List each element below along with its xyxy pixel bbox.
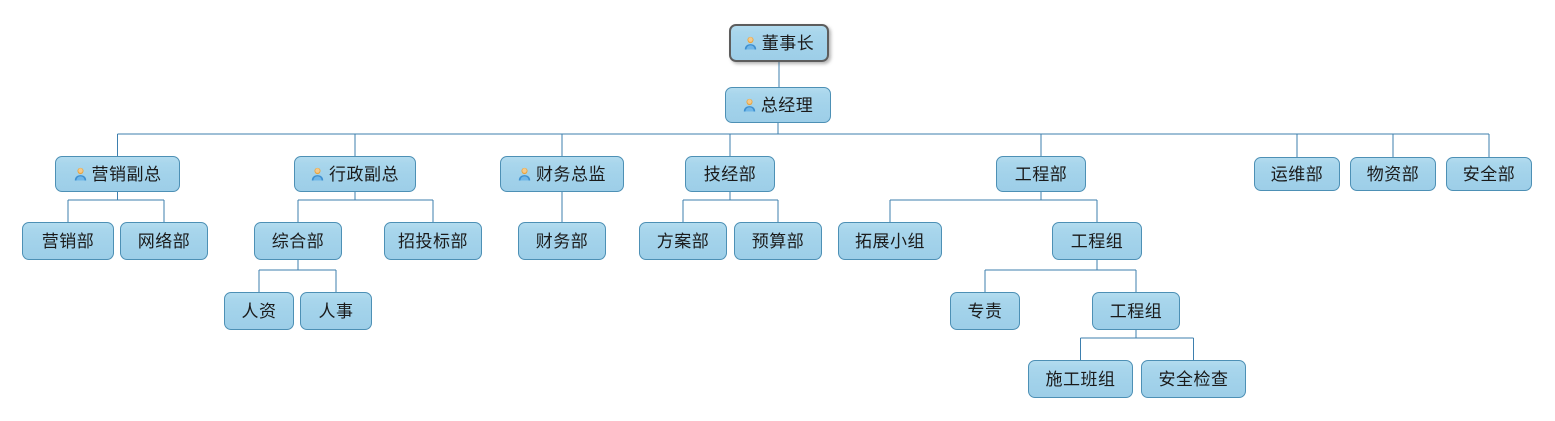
org-node-label: 营销部 bbox=[41, 231, 95, 251]
org-node-label: 拓展小组 bbox=[855, 231, 925, 251]
person-icon bbox=[518, 167, 531, 181]
org-node-人事[interactable]: 人事 bbox=[300, 292, 372, 330]
org-node-财务部[interactable]: 财务部 bbox=[518, 222, 606, 260]
org-node-label: 营销副总 bbox=[91, 164, 162, 184]
org-node-总经理[interactable]: 总经理 bbox=[725, 87, 831, 123]
org-node-安全部[interactable]: 安全部 bbox=[1446, 157, 1532, 191]
org-node-安全检查[interactable]: 安全检查 bbox=[1141, 360, 1246, 398]
org-node-label: 总经理 bbox=[760, 95, 814, 115]
org-node-label: 人资 bbox=[241, 301, 277, 321]
org-node-工程组[interactable]: 工程组 bbox=[1092, 292, 1180, 330]
org-node-label: 技经部 bbox=[703, 164, 757, 184]
org-node-综合部[interactable]: 综合部 bbox=[254, 222, 342, 260]
org-node-label: 工程部 bbox=[1014, 164, 1068, 184]
org-node-招投标部[interactable]: 招投标部 bbox=[384, 222, 482, 260]
org-node-技经部[interactable]: 技经部 bbox=[685, 156, 775, 192]
org-node-拓展小组[interactable]: 拓展小组 bbox=[838, 222, 942, 260]
org-node-营销副总[interactable]: 营销副总 bbox=[55, 156, 180, 192]
org-node-label: 安全部 bbox=[1462, 164, 1516, 184]
org-node-施工班组[interactable]: 施工班组 bbox=[1028, 360, 1133, 398]
org-node-label: 方案部 bbox=[656, 231, 710, 251]
person-icon bbox=[74, 167, 87, 181]
org-node-label: 安全检查 bbox=[1158, 369, 1229, 389]
org-node-label: 网络部 bbox=[137, 231, 191, 251]
org-node-label: 财务部 bbox=[535, 231, 589, 251]
org-node-人资[interactable]: 人资 bbox=[224, 292, 294, 330]
org-node-预算部[interactable]: 预算部 bbox=[734, 222, 822, 260]
org-node-方案部[interactable]: 方案部 bbox=[639, 222, 727, 260]
person-icon bbox=[744, 36, 757, 50]
org-node-label: 工程组 bbox=[1070, 231, 1124, 251]
org-node-财务总监[interactable]: 财务总监 bbox=[500, 156, 624, 192]
org-node-物资部[interactable]: 物资部 bbox=[1350, 157, 1436, 191]
org-node-label: 物资部 bbox=[1366, 164, 1420, 184]
org-node-label: 工程组 bbox=[1109, 301, 1163, 321]
org-node-label: 董事长 bbox=[761, 33, 815, 53]
person-icon bbox=[311, 167, 324, 181]
org-node-营销部[interactable]: 营销部 bbox=[22, 222, 114, 260]
org-node-label: 综合部 bbox=[271, 231, 325, 251]
org-node-运维部[interactable]: 运维部 bbox=[1254, 157, 1340, 191]
org-node-label: 专责 bbox=[967, 301, 1003, 321]
org-node-label: 运维部 bbox=[1270, 164, 1324, 184]
org-node-工程组[interactable]: 工程组 bbox=[1052, 222, 1142, 260]
org-node-工程部[interactable]: 工程部 bbox=[996, 156, 1086, 192]
org-node-label: 预算部 bbox=[751, 231, 805, 251]
org-node-label: 施工班组 bbox=[1045, 369, 1116, 389]
org-node-网络部[interactable]: 网络部 bbox=[120, 222, 208, 260]
org-node-label: 人事 bbox=[318, 301, 354, 321]
org-node-label: 招投标部 bbox=[398, 231, 468, 251]
org-node-label: 行政副总 bbox=[329, 164, 399, 184]
org-node-label: 财务总监 bbox=[536, 164, 606, 184]
person-icon bbox=[743, 98, 756, 112]
org-node-专责[interactable]: 专责 bbox=[950, 292, 1020, 330]
org-node-行政副总[interactable]: 行政副总 bbox=[294, 156, 416, 192]
org-node-董事长[interactable]: 董事长 bbox=[729, 24, 829, 62]
